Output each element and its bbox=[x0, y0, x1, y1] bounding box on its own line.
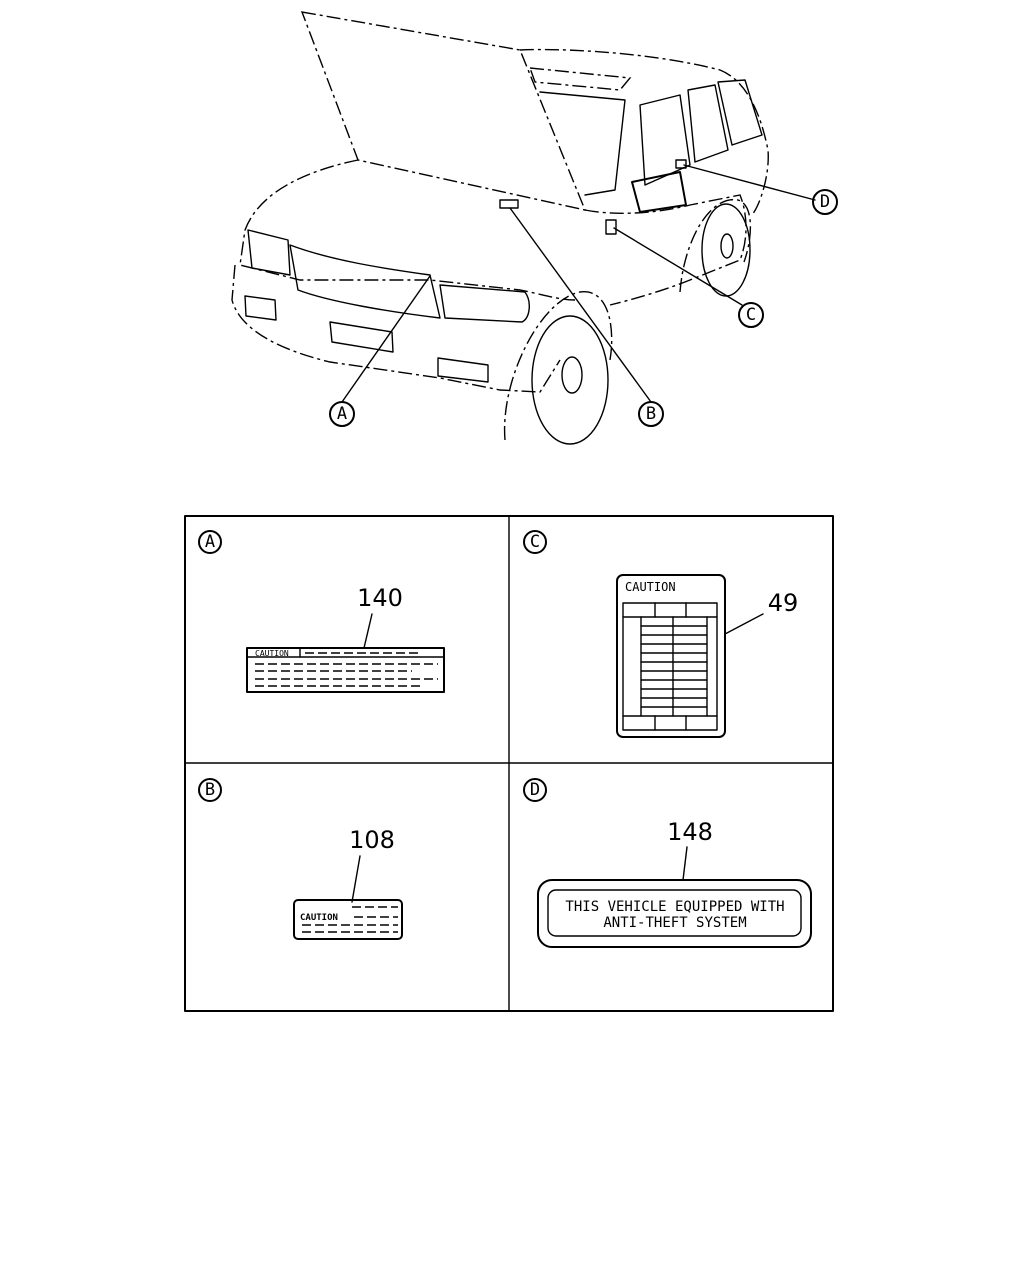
svg-text:C: C bbox=[530, 532, 540, 552]
front-wheel bbox=[531, 315, 609, 445]
door-label-mark-d bbox=[675, 159, 687, 169]
caution-table-rows bbox=[640, 625, 708, 708]
svg-text:CAUTION: CAUTION bbox=[255, 649, 289, 658]
anti-theft-label-148 bbox=[537, 879, 812, 948]
callout-a: A bbox=[329, 401, 355, 427]
rear-wheel-arch bbox=[679, 199, 752, 293]
hood-outline bbox=[300, 11, 587, 211]
grille bbox=[289, 244, 441, 319]
windshield bbox=[539, 91, 626, 196]
leader-lines bbox=[341, 164, 816, 403]
right-foglamp bbox=[437, 357, 489, 383]
panel-c: C 49 CAUTION bbox=[523, 530, 799, 738]
front-wheel-arch bbox=[503, 291, 613, 441]
sunroof bbox=[528, 67, 632, 91]
part-number-49: 49 bbox=[768, 589, 799, 617]
left-headlamp bbox=[247, 229, 291, 276]
svg-text:D: D bbox=[820, 192, 830, 212]
svg-text:B: B bbox=[205, 780, 215, 800]
front-door-window bbox=[639, 94, 691, 186]
left-foglamp bbox=[244, 295, 277, 321]
svg-text:THIS VEHICLE EQUIPPED WITH: THIS VEHICLE EQUIPPED WITH bbox=[565, 899, 784, 915]
part-number-140: 140 bbox=[357, 584, 403, 612]
front-hub bbox=[561, 356, 583, 394]
callout-b: B bbox=[638, 401, 664, 427]
part-number-148: 148 bbox=[667, 818, 713, 846]
front-bumper bbox=[231, 264, 561, 393]
quarter-window bbox=[717, 79, 763, 146]
panel-d: D 148 THIS VEHICLE EQUIPPED WITH ANTI-TH… bbox=[523, 778, 812, 948]
callout-c: C bbox=[738, 302, 764, 328]
caution-label-108 bbox=[293, 899, 403, 940]
license-plate bbox=[329, 321, 394, 353]
panel-a: A 140 CAUTION bbox=[198, 530, 445, 693]
side-mirror bbox=[631, 171, 687, 213]
svg-text:A: A bbox=[205, 532, 215, 552]
svg-text:B: B bbox=[646, 404, 656, 424]
svg-text:D: D bbox=[530, 780, 540, 800]
svg-text:A: A bbox=[337, 404, 347, 424]
callout-d: D bbox=[812, 189, 838, 215]
rear-door-window bbox=[687, 84, 729, 163]
svg-text:ANTI-THEFT SYSTEM: ANTI-THEFT SYSTEM bbox=[603, 915, 746, 931]
label-grid bbox=[184, 515, 834, 1012]
door-label-mark-c bbox=[605, 219, 617, 235]
roof-outline bbox=[519, 48, 769, 216]
hood-label-mark bbox=[499, 199, 519, 209]
vehicle-illustration bbox=[231, 11, 769, 445]
rear-hub bbox=[720, 233, 734, 259]
svg-text:C: C bbox=[746, 305, 756, 325]
caution-label-49 bbox=[616, 574, 726, 738]
panel-b: B 108 CAUTION bbox=[198, 778, 403, 940]
svg-text:CAUTION: CAUTION bbox=[625, 580, 676, 594]
caution-label-140 bbox=[246, 647, 445, 693]
right-headlamp bbox=[439, 284, 530, 323]
part-number-108: 108 bbox=[349, 826, 395, 854]
front-fender bbox=[239, 159, 576, 301]
svg-text:CAUTION: CAUTION bbox=[300, 913, 338, 923]
